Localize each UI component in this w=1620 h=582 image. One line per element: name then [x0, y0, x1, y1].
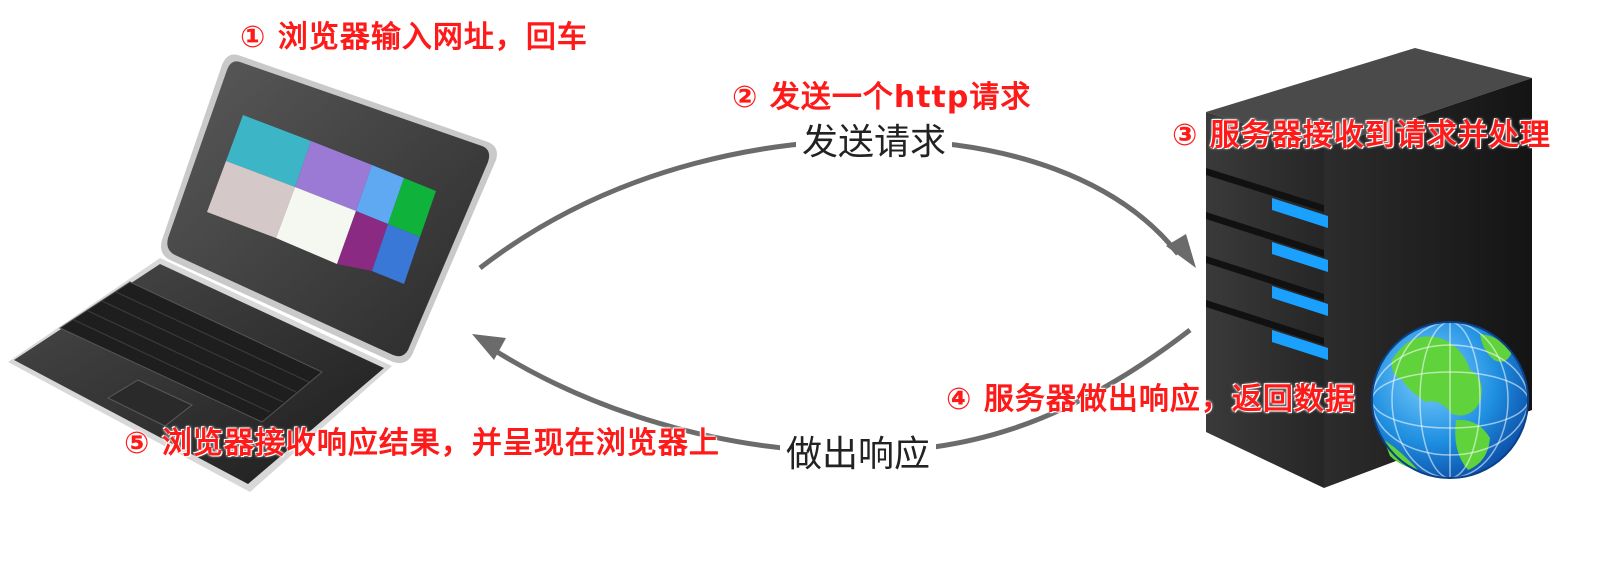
step-1-label: ① 浏览器输入网址，回车	[240, 20, 588, 55]
globe-icon	[1371, 321, 1529, 479]
response-flow-label: 做出响应	[780, 434, 937, 476]
step-5-label: ⑤ 浏览器接收响应结果，并呈现在浏览器上	[124, 426, 720, 461]
step-3-label: ③ 服务器接收到请求并处理	[1172, 118, 1551, 153]
screen-tiles	[207, 115, 436, 284]
step-2-label: ② 发送一个http请求	[732, 80, 1032, 115]
server-bays	[1206, 168, 1328, 360]
step-4-label: ④ 服务器做出响应，返回数据	[946, 382, 1356, 417]
request-flow-label: 发送请求	[796, 122, 953, 164]
laptop-icon	[8, 54, 497, 492]
keyboard	[58, 281, 323, 423]
